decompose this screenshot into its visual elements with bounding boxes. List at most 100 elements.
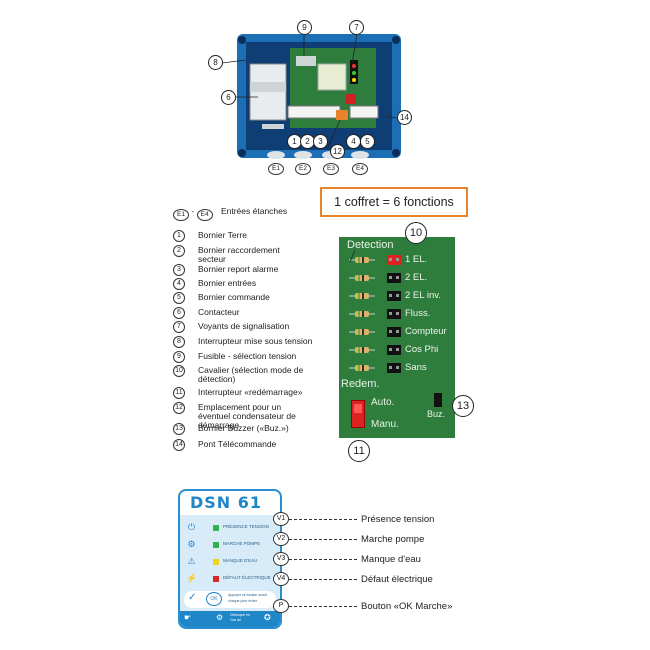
- legend-text: Pont Télécommande: [198, 439, 277, 449]
- dsn-footer: ☛ ⚙ Débloqué en Cas de ✪: [180, 611, 280, 627]
- legend-text: Bornier Terre: [198, 230, 247, 240]
- callout-4: 4: [346, 134, 361, 149]
- callout-5: 5: [360, 134, 375, 149]
- ok-strip: ✓ OK Appuyer ce bouton avant chaque pour…: [184, 591, 276, 608]
- callout-1: 1: [287, 134, 302, 149]
- status-led: [213, 542, 219, 548]
- jumper[interactable]: [387, 291, 401, 301]
- transformer: [317, 63, 347, 91]
- callout-7: 7: [349, 20, 364, 35]
- resistor-icon: [349, 275, 375, 281]
- detection-board: Detection 1 EL. 2 EL. 2 EL inv. Fluss. C…: [339, 237, 455, 438]
- dsn-row: ⚠ MANQUE D'EAU: [180, 555, 280, 569]
- callout-v1: V1: [273, 512, 289, 526]
- detection-option-label: Fluss.: [405, 308, 431, 319]
- legend-num: 10: [173, 365, 185, 377]
- detection-option-label: 1 EL.: [405, 254, 428, 265]
- jumper[interactable]: [387, 345, 401, 355]
- status-led: [213, 576, 219, 582]
- water-warning-icon: ⚠: [187, 556, 196, 566]
- legend-num: 4: [173, 278, 185, 290]
- hand-icon: ☛: [184, 613, 192, 622]
- callout-14: 14: [397, 110, 412, 125]
- legend-num: 7: [173, 321, 185, 333]
- dsn-panel: DSN 61 ⏻ PRÉSENCE TENSION ⚙ MARCHE POMPE…: [178, 489, 282, 629]
- legend-num: 12: [173, 402, 185, 414]
- dsn-row-label: PRÉSENCE TENSION: [223, 524, 269, 529]
- detection-option-label: Sans: [405, 362, 427, 373]
- legend-text: Bornier raccordement secteur: [198, 245, 280, 264]
- callout-3: 3: [313, 134, 328, 149]
- cable-gland: [351, 151, 369, 159]
- callout-8: 8: [208, 55, 223, 70]
- detection-option-label: Compteur: [405, 326, 447, 337]
- capacitor-slot: [336, 110, 348, 120]
- callout-11: 11: [348, 440, 370, 462]
- callout-v2-label: Marche pompe: [361, 534, 425, 545]
- cable-gland: [294, 151, 312, 159]
- legend-num: 13: [173, 423, 185, 435]
- jumper[interactable]: [387, 273, 401, 283]
- dsn-row-label: MARCHE POMPE: [223, 541, 261, 546]
- screw: [238, 36, 246, 44]
- jumper[interactable]: [387, 363, 401, 373]
- redem-switch[interactable]: [351, 400, 365, 428]
- electric-warning-icon: ⚡: [186, 573, 198, 583]
- callout-9: 9: [297, 20, 312, 35]
- detection-option-row: Compteur: [339, 326, 455, 338]
- dsn-row: ⚡ DÉFAUT ÉLECTRIQUE: [180, 572, 280, 586]
- callout-p: P: [273, 599, 289, 613]
- leader-line: [289, 606, 357, 607]
- resistor-icon: [349, 311, 375, 317]
- detection-option-label: 2 EL inv.: [405, 290, 441, 301]
- redem-auto-label: Auto.: [371, 397, 395, 408]
- dsn-row: ⚙ MARCHE POMPE: [180, 538, 280, 552]
- check-icon: ✓: [188, 592, 197, 603]
- legend-text: Bornier Buzzer («Buz.»): [198, 423, 289, 433]
- cable-gland: [267, 151, 285, 159]
- legend-text: Bornier commande: [198, 292, 270, 302]
- resistor-icon: [349, 365, 375, 371]
- legend-entry-from: E1: [173, 209, 189, 221]
- callout-12: 12: [330, 144, 345, 159]
- dsn-title: DSN 61: [190, 493, 263, 512]
- entry-e3: E3: [323, 163, 339, 175]
- footer-note-2: Cas de: [230, 618, 242, 622]
- callout-v3-label: Manque d'eau: [361, 554, 421, 565]
- ok-note: Appuyer ce bouton avant: [228, 593, 267, 597]
- legend-num: 9: [173, 351, 185, 363]
- legend-num: 2: [173, 245, 185, 257]
- leader-line: [289, 539, 357, 540]
- detection-option-label: Cos Phi: [405, 344, 439, 355]
- legend-text: Cavalier (sélection mode de détection): [198, 365, 304, 384]
- din-rail: [262, 124, 284, 129]
- gear-icon: ⚙: [216, 613, 224, 622]
- resistor-icon: [349, 257, 375, 263]
- legend-entry-row: E1 - E4 Entrées étanches: [173, 206, 287, 221]
- dsn-face: ⏻ PRÉSENCE TENSION ⚙ MARCHE POMPE ⚠ MANQ…: [180, 515, 280, 627]
- legend-num: 1: [173, 230, 185, 242]
- screw: [238, 149, 246, 157]
- jumper-selected[interactable]: [387, 255, 401, 265]
- pump-icon: ⚙: [187, 539, 196, 549]
- jumper[interactable]: [387, 327, 401, 337]
- ok-button[interactable]: OK: [206, 592, 222, 606]
- legend-text: Emplacement pour un éventuel condensateu…: [198, 402, 296, 430]
- redem-title: Redem.: [341, 378, 380, 390]
- jumper[interactable]: [387, 309, 401, 319]
- detection-title: Detection: [347, 239, 394, 251]
- detection-option-row: Cos Phi: [339, 344, 455, 356]
- led: [352, 78, 356, 82]
- entry-e4: E4: [352, 163, 368, 175]
- dsn-row: ⏻ PRÉSENCE TENSION: [180, 521, 280, 535]
- shield-icon: ✪: [264, 613, 271, 622]
- legend-num: 8: [173, 336, 185, 348]
- detection-option-row: 2 EL inv.: [339, 290, 455, 302]
- legend-text: Bornier report alarme: [198, 264, 279, 274]
- redem-manu-label: Manu.: [371, 419, 399, 430]
- leader-line: [289, 579, 357, 580]
- buz-label: Buz.: [427, 409, 446, 419]
- redem-switch-knob: [354, 404, 362, 413]
- legend-text: Fusible - sélection tension: [198, 351, 297, 361]
